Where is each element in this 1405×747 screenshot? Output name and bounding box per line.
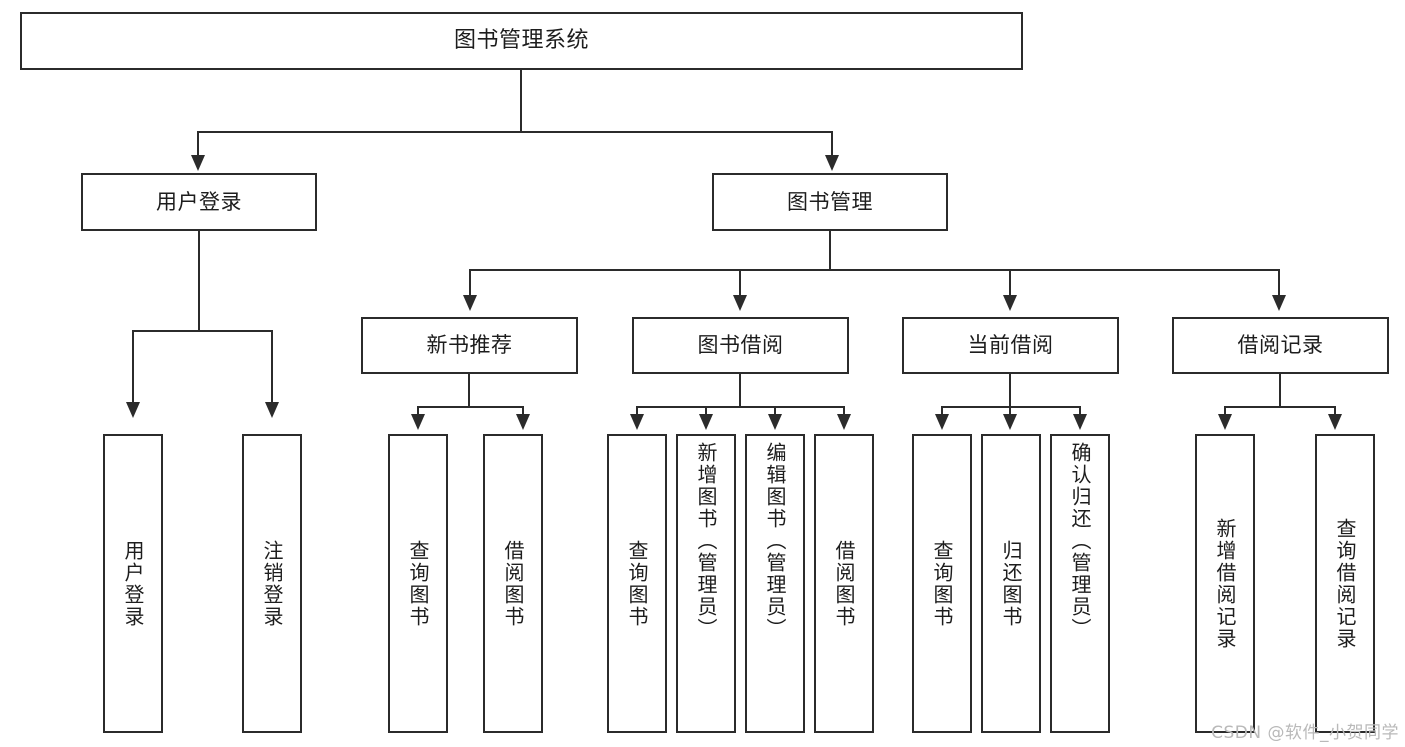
node-label: 借阅记录: [1237, 333, 1324, 358]
connector-drop-borrow-record: [1278, 269, 1280, 299]
node-new-book-recommendation[interactable]: 新书推荐: [361, 317, 578, 374]
connector-level3-bus: [469, 269, 1280, 271]
arrow-to-leaf-bb-2: [699, 414, 713, 430]
arrow-to-borrow-record: [1272, 295, 1286, 311]
node-label: 新增借阅记录: [1213, 517, 1237, 650]
connector-current-borrow-stem: [1009, 374, 1011, 408]
arrow-to-leaf-user-login-2: [265, 402, 279, 418]
connector-root-bus: [197, 131, 833, 133]
connector-drop-new-book-rec: [469, 269, 471, 299]
connector-drop-current-borrow: [1009, 269, 1011, 299]
leaf-book-borrow-borrow-book[interactable]: 借阅图书: [814, 434, 874, 733]
leaf-user-login-logout[interactable]: 注销登录: [242, 434, 302, 733]
connector-book-manage-stem: [829, 231, 831, 271]
node-borrow-record[interactable]: 借阅记录: [1172, 317, 1389, 374]
node-book-manage[interactable]: 图书管理: [712, 173, 948, 231]
leaf-current-borrow-confirm-return-admin[interactable]: 确认归还（管理员）: [1050, 434, 1110, 733]
connector-drop-nbr-2: [522, 406, 524, 418]
leaf-book-borrow-query-book[interactable]: 查询图书: [607, 434, 667, 733]
node-label: 图书管理: [787, 189, 873, 214]
arrow-to-user-login: [191, 155, 205, 171]
leaf-borrow-record-query-record[interactable]: 查询借阅记录: [1315, 434, 1375, 733]
node-label: 注销登录: [260, 539, 284, 628]
connector-new-book-rec-bus: [417, 406, 523, 408]
node-current-borrow[interactable]: 当前借阅: [902, 317, 1119, 374]
connector-drop-cb-2: [1009, 406, 1011, 418]
connector-drop-bb-1: [636, 406, 638, 418]
connector-user-login-bus: [132, 330, 272, 332]
node-book-borrow[interactable]: 图书借阅: [632, 317, 849, 374]
arrow-to-new-book-rec: [463, 295, 477, 311]
arrow-to-leaf-cb-2: [1003, 414, 1017, 430]
node-label: 查询图书: [625, 539, 649, 628]
leaf-book-borrow-edit-book-admin[interactable]: 编辑图书（管理员）: [745, 434, 805, 733]
arrow-to-leaf-br-1: [1218, 414, 1232, 430]
arrow-to-leaf-user-login-1: [126, 402, 140, 418]
connector-drop-bb-2: [705, 406, 707, 418]
connector-drop-user-login-1: [132, 330, 134, 406]
node-user-login[interactable]: 用户登录: [81, 173, 317, 231]
connector-drop-br-1: [1224, 406, 1226, 418]
node-label: 借阅图书: [501, 539, 525, 628]
arrow-to-current-borrow: [1003, 295, 1017, 311]
connector-drop-user-login: [197, 131, 199, 159]
connector-new-book-rec-stem: [468, 374, 470, 408]
connector-drop-bb-4: [843, 406, 845, 418]
leaf-borrow-record-add-record[interactable]: 新增借阅记录: [1195, 434, 1255, 733]
node-label: 编辑图书（管理员）: [763, 442, 787, 640]
connector-borrow-record-stem: [1279, 374, 1281, 408]
connector-book-borrow-stem: [739, 374, 741, 408]
leaf-user-login-login[interactable]: 用户登录: [103, 434, 163, 733]
connector-drop-bb-3: [774, 406, 776, 418]
connector-drop-book-borrow: [739, 269, 741, 299]
arrow-to-leaf-br-2: [1328, 414, 1342, 430]
connector-current-borrow-bus: [941, 406, 1081, 408]
leaf-current-borrow-query-book[interactable]: 查询图书: [912, 434, 972, 733]
leaf-book-borrow-add-book-admin[interactable]: 新增图书（管理员）: [676, 434, 736, 733]
connector-borrow-record-bus: [1224, 406, 1335, 408]
arrow-to-leaf-nbr-1: [411, 414, 425, 430]
node-label: 查询借阅记录: [1333, 517, 1357, 650]
node-root-book-management-system[interactable]: 图书管理系统: [20, 12, 1023, 70]
node-label: 用户登录: [156, 189, 242, 214]
arrow-to-leaf-bb-4: [837, 414, 851, 430]
arrow-to-leaf-cb-3: [1073, 414, 1087, 430]
arrow-to-leaf-cb-1: [935, 414, 949, 430]
node-label: 查询图书: [930, 539, 954, 628]
node-label: 图书借阅: [697, 333, 784, 358]
csdn-watermark: CSDN @软件_小贺同学: [1211, 723, 1399, 743]
node-label: 图书管理系统: [453, 28, 589, 54]
connector-book-borrow-bus: [636, 406, 845, 408]
arrow-to-leaf-bb-3: [768, 414, 782, 430]
arrow-to-book-manage: [825, 155, 839, 171]
node-label: 当前借阅: [967, 333, 1054, 358]
node-label: 新增图书（管理员）: [694, 442, 718, 640]
arrow-to-book-borrow: [733, 295, 747, 311]
leaf-new-book-rec-borrow-book[interactable]: 借阅图书: [483, 434, 543, 733]
node-label: 确认归还（管理员）: [1068, 442, 1092, 640]
connector-drop-nbr-1: [417, 406, 419, 418]
node-label: 用户登录: [121, 539, 145, 628]
leaf-current-borrow-return-book[interactable]: 归还图书: [981, 434, 1041, 733]
connector-drop-user-login-2: [271, 330, 273, 406]
leaf-new-book-rec-query-book[interactable]: 查询图书: [388, 434, 448, 733]
connector-root-stem: [520, 70, 522, 132]
arrow-to-leaf-bb-1: [630, 414, 644, 430]
node-label: 查询图书: [406, 539, 430, 628]
node-label: 新书推荐: [426, 333, 513, 358]
connector-drop-book-manage: [831, 131, 833, 159]
connector-user-login-stem: [198, 231, 200, 331]
arrow-to-leaf-nbr-2: [516, 414, 530, 430]
node-label: 归还图书: [999, 539, 1023, 628]
connector-drop-cb-1: [941, 406, 943, 418]
connector-drop-cb-3: [1079, 406, 1081, 418]
connector-drop-br-2: [1334, 406, 1336, 418]
node-label: 借阅图书: [832, 539, 856, 628]
